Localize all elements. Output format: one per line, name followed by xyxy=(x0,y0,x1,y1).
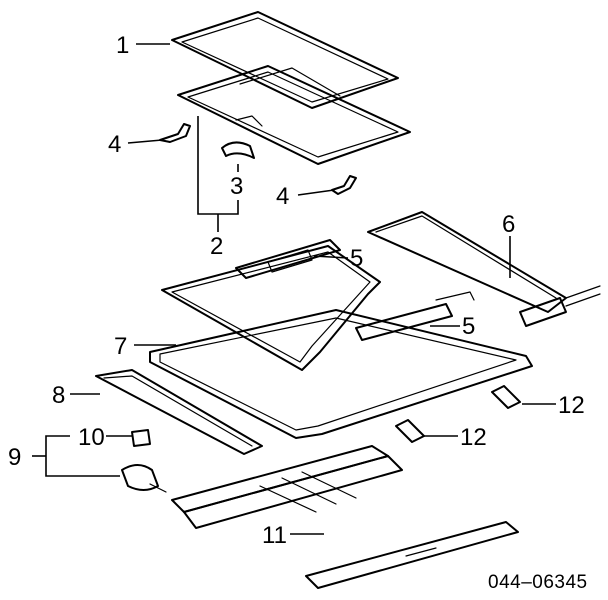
part-frame-assembly xyxy=(161,245,381,371)
part-1-glass-panel xyxy=(171,11,399,109)
part-5-rail-upper xyxy=(235,239,341,279)
part-11-sunshade xyxy=(171,445,519,589)
part-6-rear-crossmember xyxy=(367,211,601,327)
callout-11: 11 xyxy=(262,522,287,549)
callout-4-upper: 4 xyxy=(108,131,121,158)
part-4-clip-lower xyxy=(331,175,357,195)
part-4-clip-upper xyxy=(159,123,191,143)
leader-lines xyxy=(32,43,556,535)
part-10-relay xyxy=(131,429,151,447)
callout-2: 2 xyxy=(210,233,223,260)
part-2-inner-frame xyxy=(177,65,411,165)
callout-10: 10 xyxy=(78,424,105,451)
callout-12-right: 12 xyxy=(558,392,585,419)
callout-5-upper: 5 xyxy=(350,245,363,272)
part-12-clip-mid xyxy=(395,419,425,443)
part-8-side-rail xyxy=(95,369,263,455)
part-7-housing xyxy=(149,309,533,439)
callout-8: 8 xyxy=(52,382,65,409)
part-3-bracket xyxy=(221,141,255,159)
callout-12-mid: 12 xyxy=(460,424,487,451)
callout-1: 1 xyxy=(116,32,129,59)
reference-number: 044–06345 xyxy=(488,572,588,593)
callout-7: 7 xyxy=(114,333,127,360)
callout-6: 6 xyxy=(502,211,515,238)
callout-9: 9 xyxy=(8,444,21,471)
callout-4-lower: 4 xyxy=(276,183,289,210)
part-9-motor xyxy=(121,464,167,493)
part-5-rail-lower xyxy=(355,291,475,341)
part-12-clip-right xyxy=(491,385,521,409)
callout-5-lower: 5 xyxy=(462,313,475,340)
callout-3: 3 xyxy=(230,173,243,200)
